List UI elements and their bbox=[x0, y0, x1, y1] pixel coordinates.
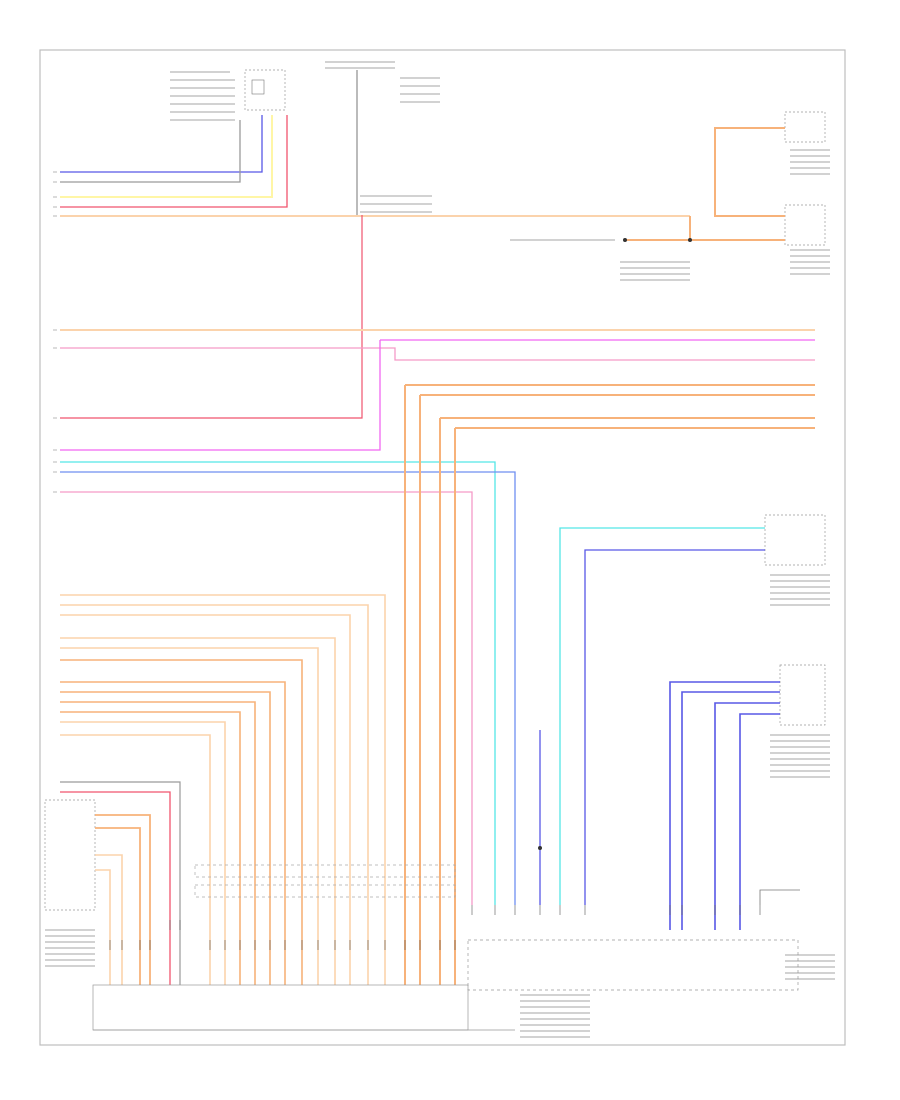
left-edge-ticks bbox=[53, 171, 57, 493]
right-middle-box bbox=[764, 514, 826, 566]
center-red-wire bbox=[60, 215, 363, 419]
bottom-probe-wire bbox=[538, 730, 542, 905]
wire-red-ll bbox=[60, 791, 171, 985]
top-left-connector bbox=[170, 69, 286, 121]
ground-dot bbox=[623, 238, 627, 242]
wire-blue bbox=[60, 115, 263, 173]
wire-cyan-right bbox=[559, 527, 765, 905]
wire-orange-ll-2 bbox=[95, 827, 141, 985]
ladder-5 bbox=[60, 647, 319, 985]
right-middle-component bbox=[559, 514, 830, 905]
dashed-box-lower bbox=[194, 884, 456, 898]
ladder-6 bbox=[60, 659, 303, 985]
wire-red bbox=[60, 115, 288, 208]
ladder-9 bbox=[60, 701, 256, 985]
top-right-label-lines bbox=[510, 149, 830, 281]
lower-right-label-lines bbox=[770, 734, 830, 778]
ecu-body-right bbox=[467, 939, 799, 991]
diagram-frame bbox=[39, 49, 846, 1046]
right-middle-label-lines bbox=[770, 574, 830, 606]
middle-horizontal-wires bbox=[60, 329, 815, 905]
top-center-label-lines bbox=[325, 61, 440, 213]
ecu-label-lines bbox=[45, 929, 835, 1038]
wire-blue-lr-3 bbox=[714, 702, 780, 930]
ladder-8 bbox=[60, 691, 271, 985]
wire-pink-h2 bbox=[60, 347, 815, 361]
ladder-4 bbox=[60, 637, 336, 985]
wire-blue-lr-2 bbox=[681, 691, 780, 930]
ladder-dashed-boxes bbox=[194, 864, 456, 898]
top-left-wires bbox=[60, 115, 690, 217]
wire-magenta-link bbox=[60, 340, 381, 451]
probe-dot bbox=[538, 846, 542, 850]
wire-pink-h-low bbox=[60, 491, 473, 905]
wire-yellow bbox=[60, 115, 273, 198]
lower-right-component bbox=[669, 664, 830, 930]
ladder-1 bbox=[60, 594, 386, 985]
left-orange-ladder bbox=[60, 594, 386, 985]
wire-cyan-h bbox=[60, 461, 496, 905]
top-right-box-1 bbox=[784, 111, 826, 143]
top-right-components bbox=[510, 111, 830, 281]
top-right-box-2 bbox=[784, 204, 826, 246]
connector-pin-block bbox=[251, 79, 265, 95]
ladder-2 bbox=[60, 604, 369, 985]
wire-orange-ll-3 bbox=[95, 854, 123, 985]
ladder-3 bbox=[60, 614, 351, 985]
wire-gray-ll bbox=[60, 781, 181, 985]
wire-blue-lr-1 bbox=[669, 681, 780, 930]
wire-blue-lr-4 bbox=[739, 713, 780, 930]
bottom-ecu-connector bbox=[45, 889, 835, 1038]
ground-wire-right bbox=[759, 889, 800, 905]
top-center-connector bbox=[60, 61, 440, 419]
wire-orange-ll-1 bbox=[95, 814, 151, 985]
ladder-10 bbox=[60, 711, 241, 985]
lower-right-box bbox=[779, 664, 826, 726]
wire-gray bbox=[60, 120, 241, 183]
ladder-12 bbox=[60, 734, 211, 985]
lower-left-box bbox=[44, 799, 96, 911]
splice-dot bbox=[688, 238, 692, 242]
wire-lightblue-h bbox=[60, 471, 516, 905]
lower-left-component bbox=[44, 781, 181, 985]
connector-box bbox=[244, 69, 286, 111]
wire-orange-ll-4 bbox=[95, 869, 111, 985]
ladder-7 bbox=[60, 681, 286, 985]
connector-label-lines bbox=[170, 71, 235, 121]
ecu-body bbox=[92, 984, 469, 1031]
ladder-11 bbox=[60, 721, 226, 985]
wire-orange-loop bbox=[714, 127, 785, 217]
vertical-orange-bundle bbox=[404, 385, 456, 985]
wire-blue-right bbox=[584, 549, 765, 905]
pin-marks bbox=[109, 905, 761, 950]
dashed-box-upper bbox=[194, 864, 456, 878]
